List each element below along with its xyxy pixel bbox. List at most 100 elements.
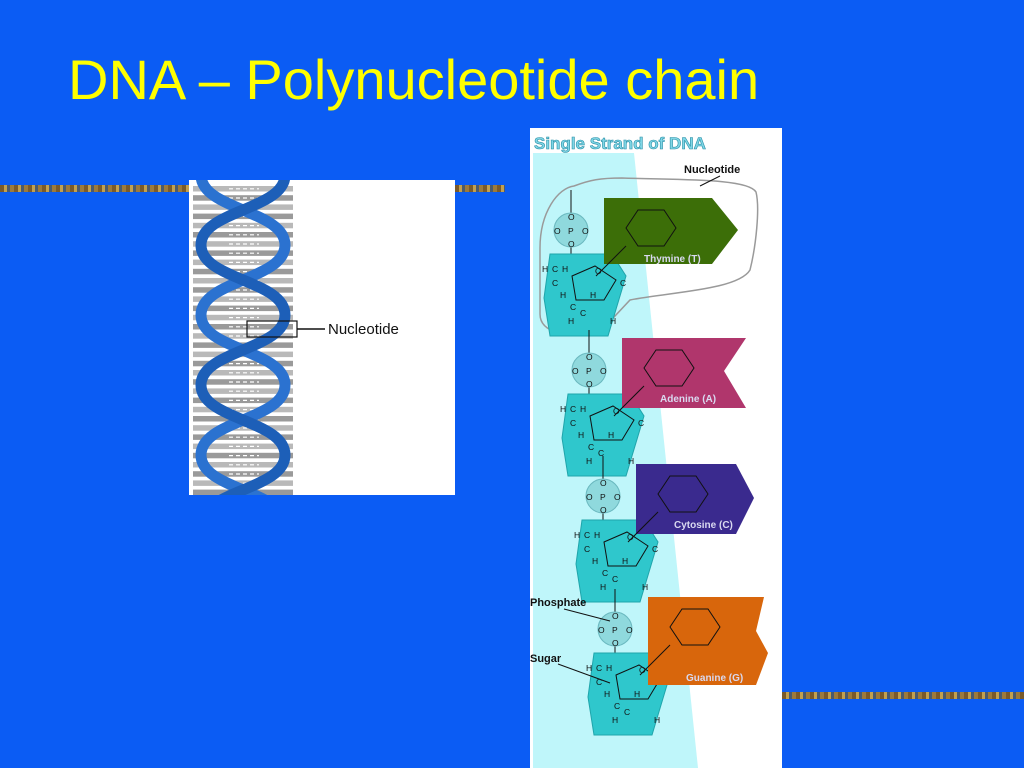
atom-label: H [586, 663, 592, 673]
base-ring-bonds [657, 475, 709, 513]
nucleotide-label: Nucleotide [328, 321, 399, 338]
atom-label: P [600, 492, 606, 502]
atom-label: C [584, 544, 590, 554]
atom-label: H [654, 715, 660, 725]
atom-label: C [570, 418, 576, 428]
sugar-ring-bonds [615, 664, 661, 700]
atom-label: O [586, 379, 593, 389]
atom-label: H [610, 316, 616, 326]
atom-label: P [612, 625, 618, 635]
double-helix-figure: Nucleotide [189, 180, 455, 495]
atom-label: H [594, 530, 600, 540]
glycosidic-bond [613, 385, 645, 417]
atom-label: C [584, 530, 590, 540]
atom-label: O [595, 266, 602, 276]
title-divider-right [455, 185, 505, 192]
atom-label: C [638, 418, 644, 428]
atom-label: C [596, 677, 602, 687]
base-ring-bonds [669, 608, 721, 646]
atom-label: O [586, 492, 593, 502]
atom-label: O [600, 505, 607, 515]
atom-label: H [586, 456, 592, 466]
nucleotide-label-pointer [699, 175, 721, 187]
base-label: Guanine (G) [686, 673, 743, 684]
helix-backbone-2 [195, 180, 291, 495]
atom-label: H [612, 715, 618, 725]
atom-label: O [554, 226, 561, 236]
atom-label: H [542, 264, 548, 274]
atom-label: O [612, 611, 619, 621]
atom-label: H [634, 689, 640, 699]
atom-label: H [560, 290, 566, 300]
atom-label: H [562, 264, 568, 274]
atom-label: C [588, 442, 594, 452]
bottom-divider [782, 692, 1024, 699]
double-helix-diagram: Nucleotide [189, 180, 399, 495]
atom-label: C [624, 707, 630, 717]
atom-label: C [602, 568, 608, 578]
atom-label: H [560, 404, 566, 414]
atom-label: H [580, 404, 586, 414]
base-label: Thymine (T) [644, 254, 701, 265]
atom-label: C [552, 264, 558, 274]
atom-label: C [652, 544, 658, 554]
atom-label: C [570, 404, 576, 414]
atom-label: P [568, 226, 574, 236]
base-shape [636, 464, 754, 534]
atom-label: C [596, 663, 602, 673]
atom-label: H [606, 663, 612, 673]
atom-label: O [586, 352, 593, 362]
base-shape [622, 338, 746, 408]
atom-label: C [580, 308, 586, 318]
atom-label: O [613, 406, 620, 416]
atom-label: O [627, 532, 634, 542]
atom-label: H [622, 556, 628, 566]
sugar-ring-bonds [571, 265, 617, 301]
sugar-pointer [557, 663, 611, 684]
atom-label: H [578, 430, 584, 440]
glycosidic-bond [639, 644, 671, 676]
atom-label: O [639, 665, 646, 675]
glycosidic-bond [595, 245, 627, 277]
phosphate-group [553, 212, 589, 248]
atom-label: H [600, 582, 606, 592]
atom-label: C [620, 278, 626, 288]
atom-label: H [590, 290, 596, 300]
phosphate-label: Phosphate [530, 597, 586, 609]
title-divider-left [0, 185, 189, 192]
base-3: Cytosine (C) [627, 464, 754, 543]
atom-label: O [598, 625, 605, 635]
atom-label: H [574, 530, 580, 540]
glycosidic-bond [627, 511, 659, 543]
phosphate-pointer [563, 608, 611, 622]
atom-label: P [586, 366, 592, 376]
atom-label: O [568, 212, 575, 222]
strand-nucleotide-label: Nucleotide [684, 164, 740, 176]
atom-label: C [570, 302, 576, 312]
base-label: Cytosine (C) [674, 520, 733, 531]
phosphate-group [571, 352, 607, 388]
atom-label: O [600, 366, 607, 376]
atom-label: H [568, 316, 574, 326]
base-shape [604, 198, 738, 264]
slide-title: DNA – Polynucleotide chain [68, 48, 760, 111]
atom-label: O [612, 638, 619, 648]
atom-label: C [612, 574, 618, 584]
phosphate-group [585, 478, 621, 514]
base-ring-bonds [625, 209, 677, 247]
atom-label: H [604, 689, 610, 699]
atom-label: H [592, 556, 598, 566]
atom-label: O [568, 239, 575, 249]
base-shape [648, 597, 768, 685]
nucleotide-outline [539, 177, 759, 336]
base-label: Adenine (A) [660, 394, 716, 405]
atom-label: O [582, 226, 589, 236]
base-1: Thymine (T) [595, 198, 738, 277]
base-4: Guanine (G) [639, 597, 768, 685]
atom-label: C [614, 701, 620, 711]
